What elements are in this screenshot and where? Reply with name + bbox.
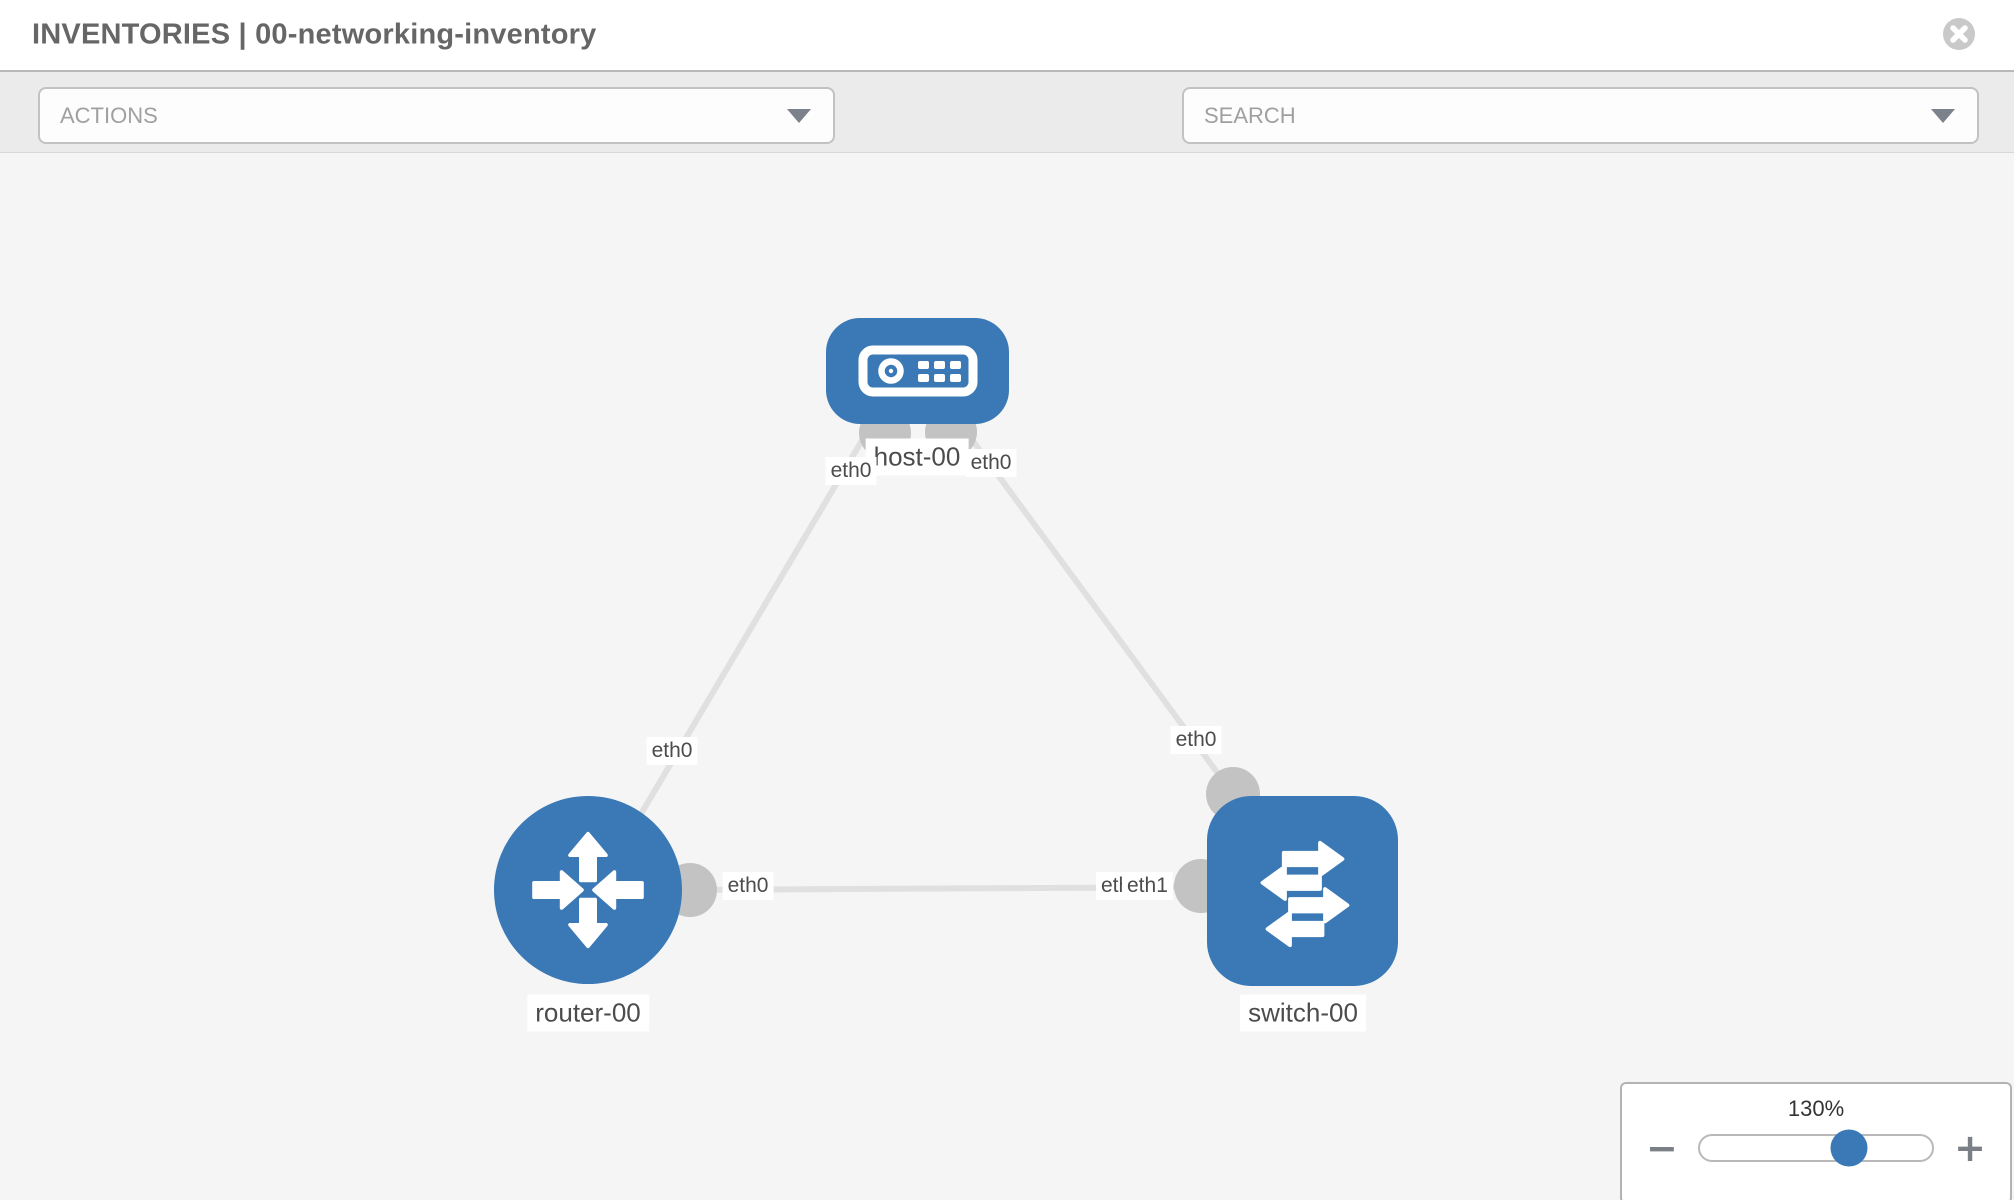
zoom-slider[interactable]: [1697, 1129, 1935, 1167]
router-icon: [532, 831, 644, 949]
host-icon: [858, 345, 977, 397]
switch-icon: [1260, 840, 1350, 947]
interface-label-router-eth0-top: eth0: [646, 737, 698, 765]
search-chevron-down-icon[interactable]: [1931, 108, 1955, 123]
interface-label-host-eth0-left: eth0: [825, 457, 877, 485]
zoom-level-value: 130%: [1787, 1096, 1845, 1121]
search-input[interactable]: [1184, 102, 1931, 129]
close-icon: [1943, 18, 1975, 50]
node-host-00[interactable]: [826, 318, 1009, 424]
actions-dropdown-label: ACTIONS: [60, 102, 158, 128]
page-title: INVENTORIES | 00-networking-inventory: [32, 18, 597, 51]
interface-label-switch-eth0-top: eth0: [1170, 726, 1222, 754]
close-button[interactable]: [1942, 17, 1976, 51]
chevron-down-icon: [787, 108, 811, 123]
link-host-router: [593, 408, 883, 892]
zoom-out-button[interactable]: −: [1646, 1126, 1678, 1170]
interface-label-host-eth0-right: eth0: [965, 449, 1017, 477]
actions-dropdown[interactable]: ACTIONS: [38, 87, 835, 144]
node-router-00[interactable]: [494, 796, 682, 984]
toolbar: ACTIONS: [0, 70, 2014, 205]
header: INVENTORIES | 00-networking-inventory: [0, 0, 2014, 70]
node-switch-00[interactable]: [1207, 796, 1398, 986]
search-combo: [1182, 87, 1979, 144]
zoom-panel: 130% − +: [1620, 1082, 2012, 1200]
topology-canvas[interactable]: host-00 router-00 switch-00 eth0 eth0 et…: [0, 153, 2014, 1200]
interface-label-router-eth0-right: eth0: [722, 872, 774, 900]
node-label-router: router-00: [527, 994, 649, 1032]
interface-label-switch-eth1: eth1: [1122, 872, 1173, 900]
zoom-in-button[interactable]: +: [1954, 1126, 1986, 1170]
node-label-host: host-00: [865, 438, 969, 476]
topology-links-layer: [593, 406, 1260, 917]
zoom-slider-thumb[interactable]: [1830, 1129, 1868, 1167]
node-label-switch: switch-00: [1240, 994, 1366, 1032]
